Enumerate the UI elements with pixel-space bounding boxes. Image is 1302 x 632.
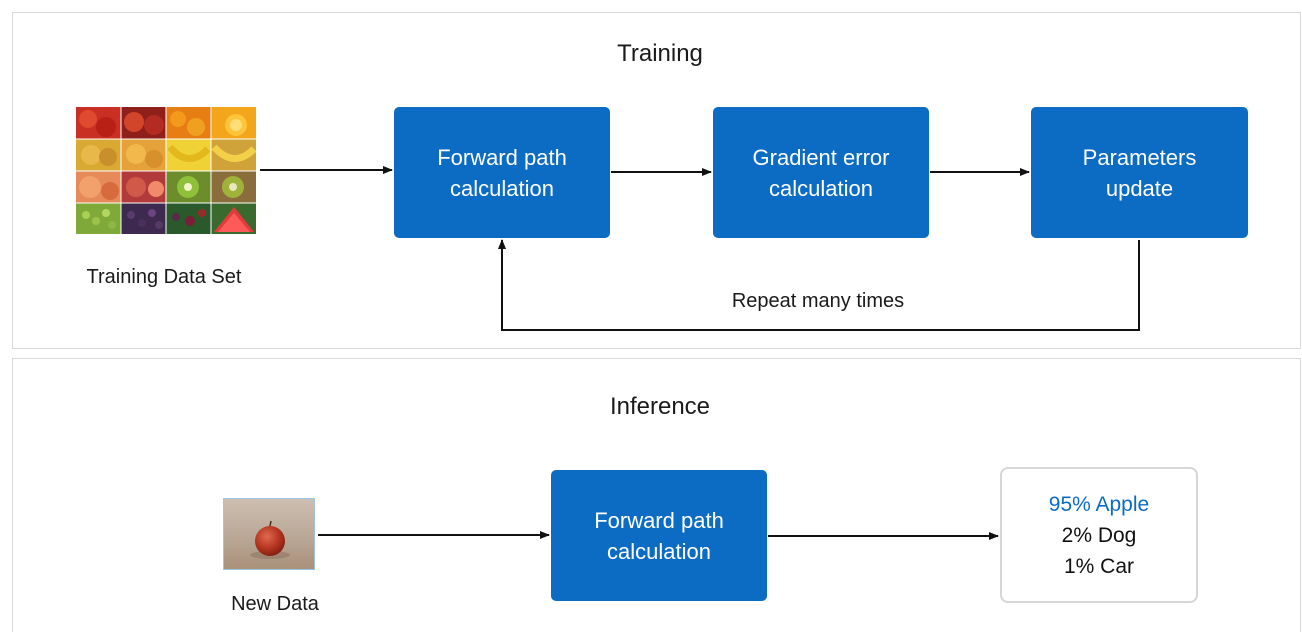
inference-forward-line2: calculation bbox=[607, 538, 711, 564]
result-third-prediction: 1% Car bbox=[1063, 554, 1135, 578]
repeat-loop-label: Repeat many times bbox=[731, 290, 905, 312]
inference-forward-line1: Forward path bbox=[594, 507, 724, 533]
arrow-repeat-loop bbox=[498, 239, 1140, 331]
new-data-label: New Data bbox=[231, 593, 319, 615]
training-data-set-image bbox=[76, 107, 256, 234]
inference-title: Inference bbox=[609, 393, 711, 420]
new-data-image bbox=[223, 498, 315, 570]
parameters-update-line1: Parameters bbox=[1082, 144, 1197, 170]
result-top-prediction: 95% Apple bbox=[1048, 492, 1150, 516]
training-data-set-label: Training Data Set bbox=[86, 266, 242, 288]
forward-path-line1: Forward path bbox=[437, 144, 567, 170]
parameters-update-line2: update bbox=[1105, 175, 1174, 201]
result-second-prediction: 2% Dog bbox=[1061, 523, 1137, 547]
gradient-error-line1: Gradient error bbox=[752, 144, 890, 170]
forward-path-box-training: Forward path calculation bbox=[394, 107, 610, 238]
gradient-error-line2: calculation bbox=[769, 175, 873, 201]
gradient-error-box: Gradient error calculation bbox=[713, 107, 929, 238]
forward-path-box-inference: Forward path calculation bbox=[551, 470, 767, 601]
prediction-result-box: 95% Apple 2% Dog 1% Car bbox=[1000, 467, 1198, 603]
forward-path-line2: calculation bbox=[450, 175, 554, 201]
training-title: Training bbox=[617, 40, 703, 67]
parameters-update-box: Parameters update bbox=[1031, 107, 1248, 238]
